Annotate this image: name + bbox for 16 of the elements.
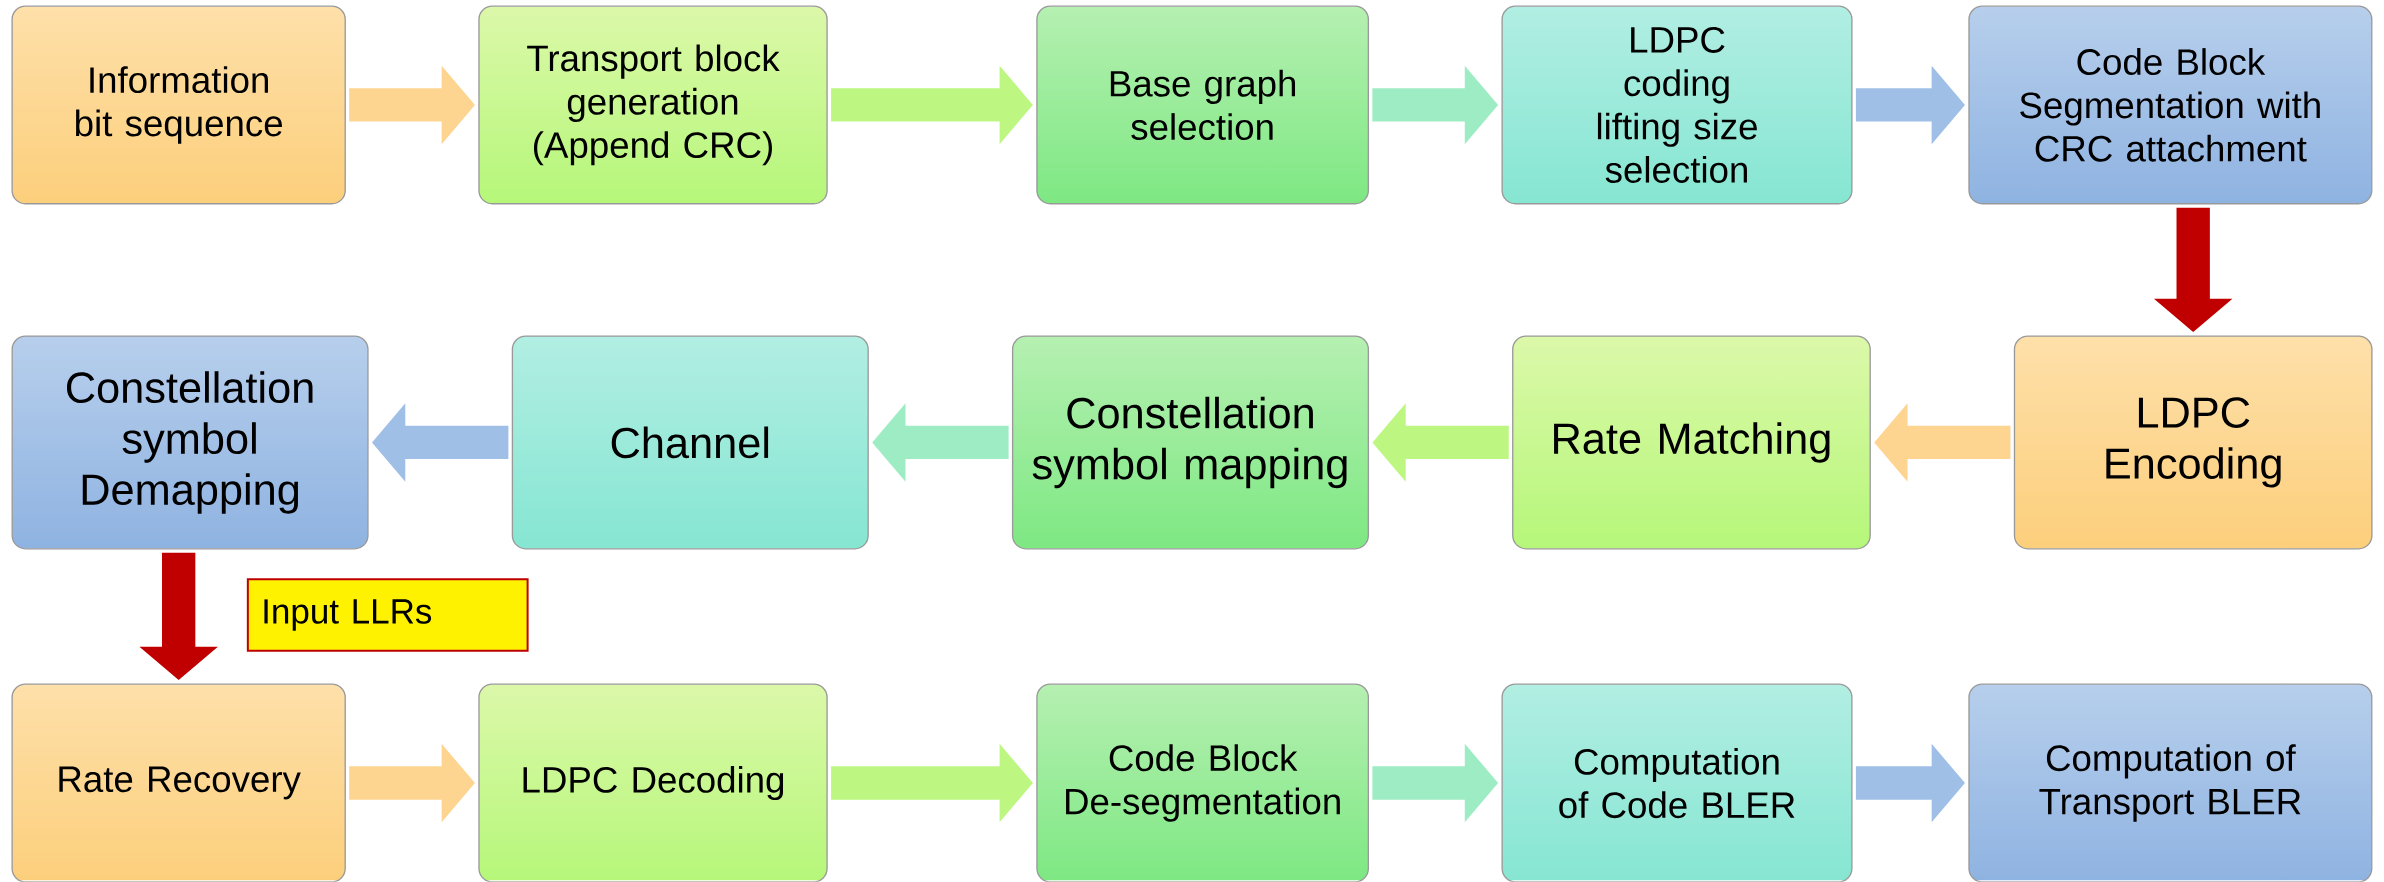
process-box: LDPC Decoding <box>478 683 828 882</box>
process-box: Constellation symbol mapping <box>1011 335 1370 550</box>
process-box: Transport block generation (Append CRC) <box>478 5 828 205</box>
process-box: Base graph selection <box>1036 5 1370 205</box>
process-box: LDPC coding lifting size selection <box>1501 5 1853 205</box>
process-box: Rate Recovery <box>11 683 346 882</box>
process-box: Code Block Segmentation with CRC attachment <box>1968 5 2373 205</box>
process-box: Constellation symbol Demapping <box>11 335 369 550</box>
process-box: Information bit sequence <box>11 5 346 205</box>
process-box: Computation of Code BLER <box>1501 683 1853 882</box>
process-box: Rate Matching <box>1512 335 1871 550</box>
process-box: LDPC Encoding <box>2013 335 2373 550</box>
label-box: Input LLRs <box>246 578 529 652</box>
process-box: Channel <box>511 335 869 550</box>
process-box: Code Block De-segmentation <box>1036 683 1370 882</box>
process-box: Computation of Transport BLER <box>1968 683 2373 882</box>
